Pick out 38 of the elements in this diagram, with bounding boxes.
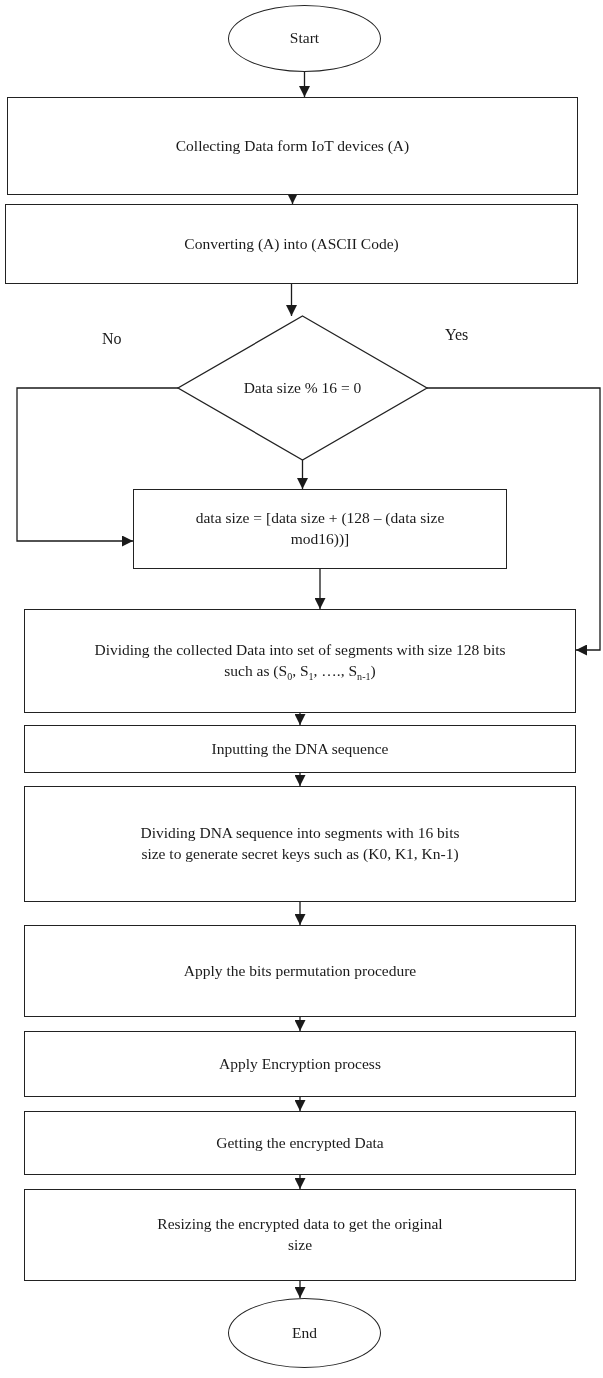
process-box — [24, 725, 576, 773]
process-box — [24, 1189, 576, 1281]
arrow — [294, 772, 306, 787]
arrow — [294, 1016, 306, 1032]
process-box — [7, 97, 578, 195]
arrow — [299, 71, 310, 98]
node-label: Apply the bits permutation procedure — [183, 960, 417, 981]
node-label: End — [292, 1322, 317, 1343]
process-box — [24, 786, 576, 902]
process-box — [24, 1111, 576, 1175]
arrow — [16, 387, 179, 547]
node-label: Dividing DNA sequence into segments with 16 bits size to generate secret keys such as (K0, K1, Kn-1) — [139, 823, 461, 864]
node-label: Apply Encryption process — [219, 1053, 381, 1074]
node-label: Converting (A) into (ASCII Code) — [184, 233, 399, 254]
process-box — [24, 1031, 576, 1097]
node-label: data size = [data size + (128 – (data size mod16))] — [195, 508, 445, 549]
arrow — [314, 568, 326, 610]
process-box — [5, 204, 578, 284]
node-label: Inputting the DNA sequence — [211, 738, 389, 759]
node-label: Data size % 16 = 0 — [243, 377, 362, 398]
arrow — [426, 387, 601, 656]
arrow — [287, 193, 298, 205]
arrow — [294, 712, 306, 726]
arrow — [294, 1096, 306, 1112]
arrow — [297, 459, 308, 490]
node-label: Collecting Data form IoT devices (A) — [175, 135, 410, 156]
process-box — [133, 489, 507, 569]
process-box — [24, 609, 576, 713]
node-label: Getting the encrypted Data — [216, 1132, 384, 1153]
process-box — [24, 925, 576, 1017]
arrow — [294, 1280, 306, 1299]
arrow — [294, 1174, 306, 1190]
arrow — [294, 901, 306, 926]
node-label: Dividing the collected Data into set of segments with size 128 bits such as (S$_{0}$, S$_{1}$, …., S$_{n-1}$) — [93, 640, 507, 682]
decision-diamond — [178, 316, 427, 460]
arrow — [286, 283, 297, 317]
node-label: Resizing the encrypted data to get the original size — [156, 1214, 444, 1255]
node-label: Start — [289, 28, 320, 49]
